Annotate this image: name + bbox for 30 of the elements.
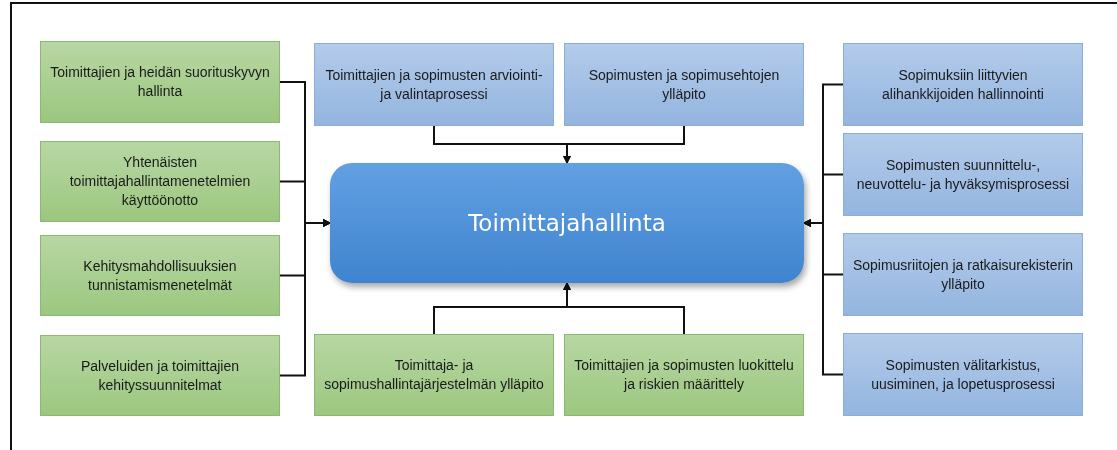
box-text: Toimittaja- ja sopimushallintajärjestelmän ylläpito	[323, 356, 545, 394]
process-box	[40, 235, 280, 316]
process-box	[40, 41, 280, 123]
box-text: Toimittajien ja sopimusten luokittelu ja riskien määrittely	[573, 356, 795, 394]
connector-arrow	[279, 219, 331, 377]
process-box	[40, 141, 280, 222]
box-text: Toimittajien ja sopimusten arviointi- ja valintaprosessi	[324, 65, 544, 104]
process-box	[564, 334, 804, 416]
box-text: Toimittajahallinta	[468, 208, 666, 238]
process-box	[843, 333, 1083, 416]
process-box	[314, 334, 554, 416]
process-box	[843, 233, 1083, 316]
process-box	[314, 43, 554, 126]
box-text: Sopimusriitojen ja ratkaisurekisterin ylläpito	[852, 255, 1074, 294]
process-box	[843, 133, 1083, 216]
box-text: Sopimusten välitarkistus, uusiminen, ja lopetusprosessi	[870, 355, 1056, 394]
box-text: Sopimusten suunnittelu-, neuvottelu- ja hyväksymisprosessi	[855, 155, 1071, 194]
box-text: Sopimuksiin liittyvien alihankkijoiden hallinnointi	[881, 65, 1045, 104]
connector-arrow	[563, 125, 685, 164]
box-text: Sopimusten ja sopimusehtojen ylläpito	[587, 65, 781, 104]
process-box	[564, 43, 804, 126]
process-box	[40, 335, 280, 416]
box-text: Yhtenäisten toimittajahallintamenetelmien käyttöönotto	[68, 153, 252, 210]
box-text: Palveluiden ja toimittajien kehityssuunnitelmat	[80, 356, 240, 395]
box-text: Toimittajien ja heidän suorituskyvyn hallinta	[49, 63, 271, 101]
central-rounded-box	[330, 163, 804, 283]
connector-arrow	[563, 282, 685, 335]
connector-arrow	[803, 219, 844, 376]
process-box	[843, 43, 1083, 126]
box-text: Kehitysmahdollisuuksien tunnistamismenetelmät	[82, 256, 238, 295]
